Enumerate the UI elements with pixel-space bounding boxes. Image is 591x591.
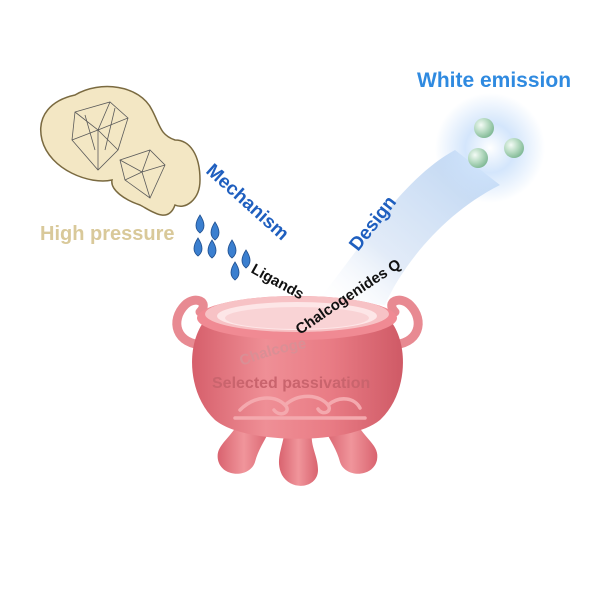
pot-handles [172, 295, 423, 350]
white-emission-label: White emission [417, 69, 571, 92]
quantum-dot-icon [468, 148, 488, 168]
quantum-dot-icon [474, 118, 494, 138]
water-drops [193, 214, 251, 281]
pressure-gourd [40, 85, 201, 216]
wave-cloud-icon [233, 394, 367, 420]
water-drop-icon [207, 239, 217, 259]
white-emission-glow [435, 93, 545, 203]
water-drop-icon [230, 261, 240, 281]
diamond-icon [71, 101, 129, 171]
water-drop-icon [227, 239, 237, 259]
quantum-dot-icon [504, 138, 524, 158]
water-drop-icon [193, 237, 203, 257]
water-drop-icon [210, 221, 220, 241]
diamond-icon [119, 149, 166, 199]
high-pressure-label: High pressure [40, 223, 174, 245]
water-drop-icon [241, 249, 251, 269]
selected-passivation-label: Selected passivation [212, 375, 370, 392]
water-drop-icon [195, 214, 205, 234]
pot [192, 296, 403, 439]
